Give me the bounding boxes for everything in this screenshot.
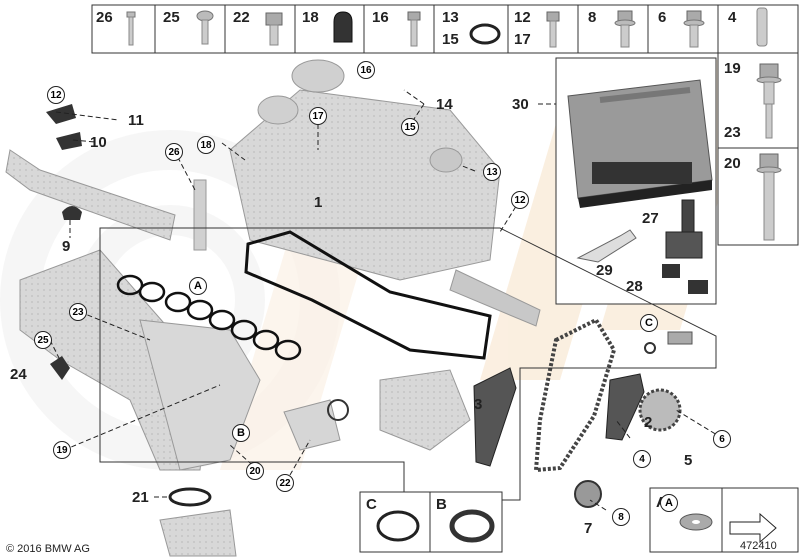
callout-badge-22: 22 [276, 474, 294, 492]
callout-badge-17: 17 [309, 107, 327, 125]
grommet-18-icon [333, 11, 353, 43]
bolt-12-icon [546, 11, 560, 48]
callout-badge-23: 23 [69, 303, 87, 321]
clip-9-icon [62, 206, 82, 220]
callout-badge-12: 12 [511, 191, 529, 209]
tool-28-icon [662, 264, 708, 294]
screw-26-icon [126, 11, 136, 46]
long-bolt-19-icon [756, 63, 782, 139]
callout-badge-19: 19 [53, 441, 71, 459]
thermostat-housing [159, 509, 237, 557]
copyright-text: © 2016 BMW AG [6, 543, 90, 555]
manifold-gaskets [116, 274, 302, 361]
bolt-16-icon [407, 11, 421, 47]
box-label-c: C [366, 496, 377, 513]
diagram-number: 472410 [740, 540, 777, 552]
callout-badge-12: 12 [47, 86, 65, 104]
callout-badge-15: 15 [401, 118, 419, 136]
bottom-box-c-b [359, 491, 503, 553]
callout-badge-a: A [189, 277, 207, 295]
valve-cover-gasket [244, 230, 492, 360]
col-label-19: 19 [724, 60, 741, 77]
callout-29: 29 [596, 262, 613, 279]
callout-30: 30 [512, 96, 529, 113]
callout-badge-20: 20 [246, 462, 264, 480]
callout-badge-8: 8 [612, 508, 630, 526]
sprocket-5-icon [638, 388, 682, 432]
sensor-24-icon [50, 356, 70, 380]
col-label-23: 23 [724, 124, 741, 141]
bracket-12-icon [46, 104, 76, 124]
strip-label-12: 12 [514, 9, 531, 26]
fuel-rail [5, 149, 176, 241]
intake-manifold [19, 249, 261, 471]
callout-21: 21 [132, 489, 149, 506]
strip-label-16: 16 [372, 9, 389, 26]
callout-badge-25: 25 [34, 331, 52, 349]
callout-3: 3 [474, 396, 483, 413]
tool-27-icon [665, 199, 703, 259]
ring-21-icon [168, 487, 212, 507]
callout-14: 14 [436, 96, 453, 113]
strip-label-17: 17 [514, 31, 531, 48]
bracket-10-icon [56, 132, 82, 150]
callout-7: 7 [584, 520, 593, 537]
camshaft [449, 269, 541, 327]
tensioner-c-icon [644, 331, 693, 354]
bolt-22-icon [265, 12, 283, 46]
strip-label-13: 13 [442, 9, 459, 26]
strip-label-18: 18 [302, 9, 319, 26]
col-label-20: 20 [724, 155, 741, 172]
strip-label-22: 22 [233, 9, 250, 26]
injector [193, 179, 207, 251]
strip-label-15: 15 [442, 31, 459, 48]
water-pump-b-icon [283, 399, 349, 451]
tensioner-rail-2 [605, 373, 645, 441]
callout-badge-c: C [640, 314, 658, 332]
box-label-b: B [436, 496, 447, 513]
vacuum-pump [379, 369, 471, 451]
callout-badge-16: 16 [357, 61, 375, 79]
strip-label-26: 26 [96, 9, 113, 26]
bolt-8-icon [614, 10, 636, 48]
callout-badge-13: 13 [483, 163, 501, 181]
callout-2: 2 [644, 414, 653, 431]
strip-label-8: 8 [588, 9, 597, 26]
callout-5: 5 [684, 452, 693, 469]
sprocket-7-icon [574, 480, 602, 508]
callout-1: 1 [314, 194, 323, 211]
strip-label-4: 4 [728, 9, 737, 26]
callout-24: 24 [10, 366, 27, 383]
callout-11: 11 [128, 112, 144, 129]
strip-label-25: 25 [163, 9, 180, 26]
strip-label-6: 6 [658, 9, 667, 26]
screw-25-icon [196, 10, 214, 45]
stud-4-icon [756, 7, 768, 47]
timing-chain [533, 317, 617, 473]
callout-badge-26: 26 [165, 143, 183, 161]
callout-badge-18: 18 [197, 136, 215, 154]
callout-27: 27 [642, 210, 659, 227]
callout-10: 10 [90, 134, 107, 151]
callout-badge-a: A [660, 494, 678, 512]
tool-29-icon [576, 229, 637, 263]
tool-case-panel [555, 57, 717, 305]
long-bolt-20-icon [756, 153, 782, 241]
callout-badge-b: B [232, 424, 250, 442]
right-column [717, 52, 799, 246]
callout-badge-4: 4 [633, 450, 651, 468]
chain-guide-3 [473, 367, 517, 467]
bolt-6-icon [683, 10, 705, 48]
callout-9: 9 [62, 238, 71, 255]
o-ring-13-icon [469, 23, 501, 45]
cylinder-head-assembly [229, 59, 501, 281]
callout-badge-6: 6 [713, 430, 731, 448]
callout-28: 28 [626, 278, 643, 295]
